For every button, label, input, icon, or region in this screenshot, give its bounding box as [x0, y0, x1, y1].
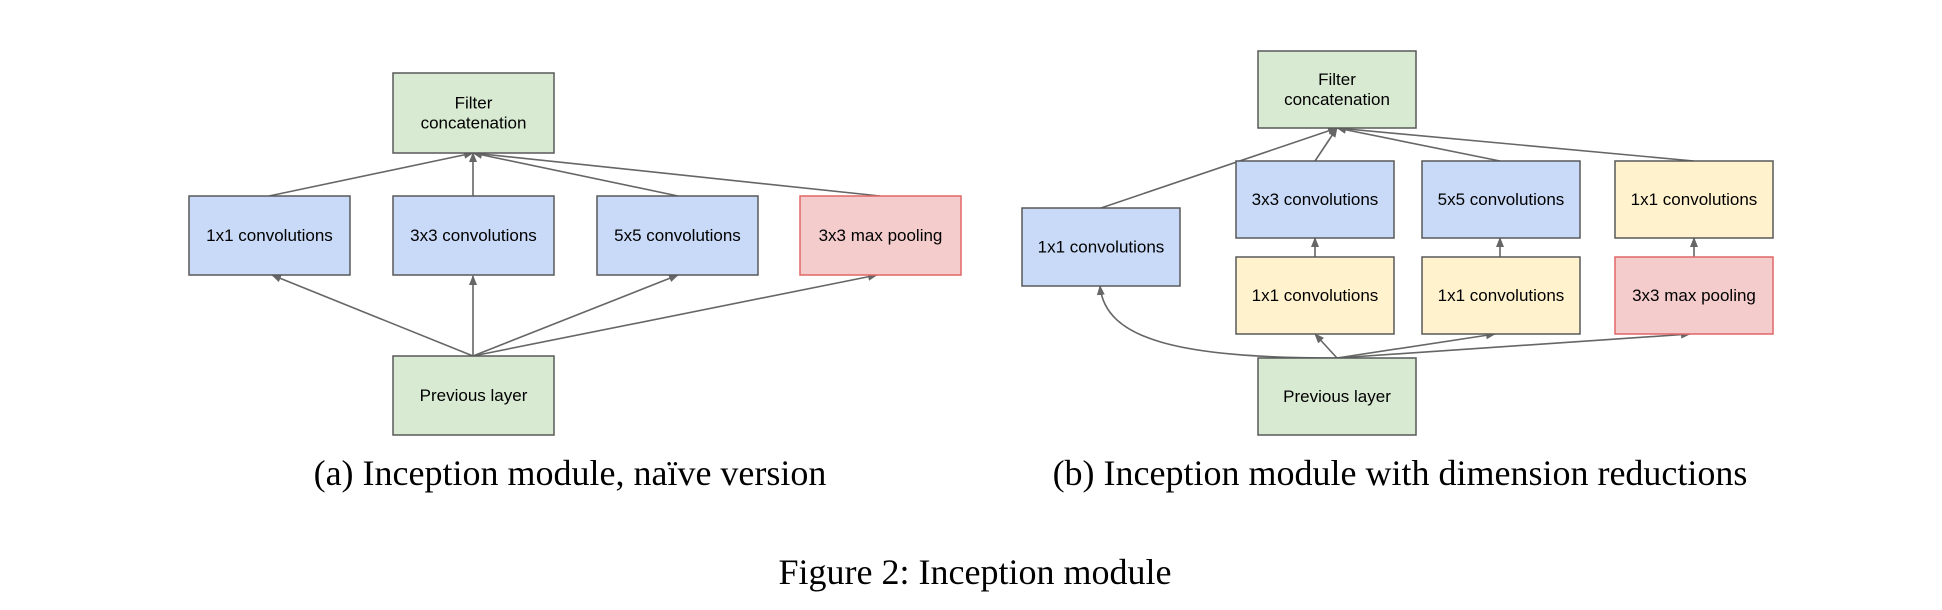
- node-a-conv5: 5x5 convolutions: [596, 195, 759, 276]
- node-label: Previous layer: [1283, 387, 1391, 406]
- node-box: [1257, 50, 1417, 129]
- node-label: 3x3 max pooling: [819, 226, 943, 245]
- node-box: [1614, 256, 1774, 335]
- node-label: 1x1 convolutions: [206, 226, 333, 245]
- node-b-reduce5: 1x1 convolutions: [1421, 256, 1581, 335]
- arrow-b-prev-to-reduce3: [1314, 333, 1338, 359]
- node-b-conv5: 5x5 convolutions: [1421, 160, 1581, 239]
- node-label: 1x1 convolutions: [1038, 238, 1165, 257]
- node-b-pool: 3x3 max pooling: [1614, 256, 1774, 335]
- node-label: concatenation: [1284, 90, 1390, 109]
- node-box: [1021, 207, 1181, 287]
- node-box: [1421, 256, 1581, 335]
- node-a-conv1: 1x1 convolutions: [188, 195, 351, 276]
- node-label: Filter: [455, 94, 493, 113]
- node-label: 5x5 convolutions: [1438, 190, 1565, 209]
- arrow-b-conv1-to-concat: [1100, 127, 1338, 209]
- node-label: 1x1 convolutions: [1631, 190, 1758, 209]
- caption-naive-version: (a) Inception module, naïve version: [313, 453, 827, 493]
- node-label: 3x3 convolutions: [410, 226, 537, 245]
- node-box: [392, 355, 555, 436]
- node-label: 3x3 convolutions: [1252, 190, 1379, 209]
- arrow-b-reduce-proj-to-concat: [1336, 124, 1695, 162]
- arrow-b-prev-to-pool: [1336, 330, 1691, 359]
- node-box: [1614, 160, 1774, 239]
- node-label: 5x5 convolutions: [614, 226, 741, 245]
- node-label: 3x3 max pooling: [1632, 286, 1756, 305]
- arrow-a-conv5-to-concat: [472, 150, 679, 197]
- node-box: [188, 195, 351, 276]
- node-box: [1421, 160, 1581, 239]
- node-a-pool: 3x3 max pooling: [799, 195, 962, 276]
- node-box: [596, 195, 759, 276]
- node-box: [1235, 160, 1395, 239]
- node-b-reduce-proj: 1x1 convolutions: [1614, 160, 1774, 239]
- node-label: 1x1 convolutions: [1438, 286, 1565, 305]
- node-b-conv3: 3x3 convolutions: [1235, 160, 1395, 239]
- caption-dimension-reductions: (b) Inception module with dimension redu…: [1052, 453, 1748, 493]
- edges-layer: [268, 124, 1698, 359]
- node-box: [1257, 357, 1417, 436]
- node-box: [1235, 256, 1395, 335]
- arrow-b-conv3-to-concat: [1314, 127, 1338, 162]
- arrow-a-conv1-to-concat: [268, 150, 474, 197]
- node-b-reduce3: 1x1 convolutions: [1235, 256, 1395, 335]
- node-label: Filter: [1318, 70, 1356, 89]
- node-b-conv1: 1x1 convolutions: [1021, 207, 1181, 287]
- node-a-conv3: 3x3 convolutions: [392, 195, 555, 276]
- node-box: [392, 72, 555, 154]
- arrow-b-prev-to-conv1: [1096, 285, 1338, 359]
- node-b-prev: Previous layer: [1257, 357, 1417, 436]
- arrow-a-prev-to-conv5: [472, 274, 679, 357]
- figure-caption: Figure 2: Inception module: [778, 552, 1172, 592]
- arrow-a-pool-to-concat: [472, 149, 881, 197]
- arrow-b-conv5-to-concat: [1336, 125, 1501, 162]
- node-a-prev: Previous layer: [392, 355, 555, 436]
- node-box: [799, 195, 962, 276]
- arrow-a-prev-to-pool: [472, 272, 878, 357]
- node-box: [392, 195, 555, 276]
- node-label: Previous layer: [420, 386, 528, 405]
- node-label: 1x1 convolutions: [1252, 286, 1379, 305]
- node-label: concatenation: [421, 114, 527, 133]
- arrow-a-prev-to-conv1: [271, 274, 474, 357]
- arrow-b-prev-to-reduce5: [1336, 331, 1496, 359]
